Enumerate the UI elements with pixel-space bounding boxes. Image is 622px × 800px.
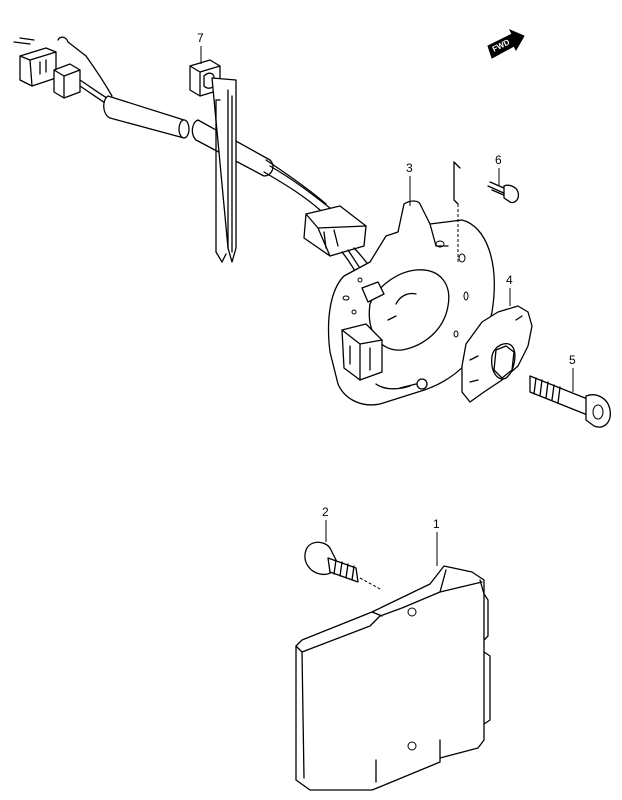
callout-4: 4 (506, 273, 513, 287)
callout-6: 6 (495, 153, 502, 167)
signal-rotor-part-4 (461, 305, 533, 403)
fwd-arrow-icon: FWD (487, 29, 525, 59)
bolt-part-5 (529, 375, 611, 428)
callout-leaders (200, 46, 574, 566)
screw-part-2 (304, 541, 383, 591)
rotor-nut-icon (491, 342, 516, 380)
callout-3: 3 (406, 161, 413, 175)
pulser-coil-plate-part-3 (327, 200, 495, 406)
wire-clamp-part-7 (189, 59, 237, 263)
wire-sleeve (103, 95, 190, 139)
callout-2: 2 (322, 505, 329, 519)
ring-terminal (416, 378, 428, 390)
callout-numbers: 7 3 6 4 5 2 1 (197, 31, 576, 531)
screw-part-6 (453, 161, 520, 262)
wire-grommet (303, 205, 367, 257)
callout-1: 1 (433, 517, 440, 531)
wire-coupler-2 (53, 63, 81, 99)
callout-7: 7 (197, 31, 204, 45)
plate-center-hole (368, 269, 450, 351)
callout-5: 5 (569, 353, 576, 367)
cdi-unit-part-1 (295, 565, 491, 791)
